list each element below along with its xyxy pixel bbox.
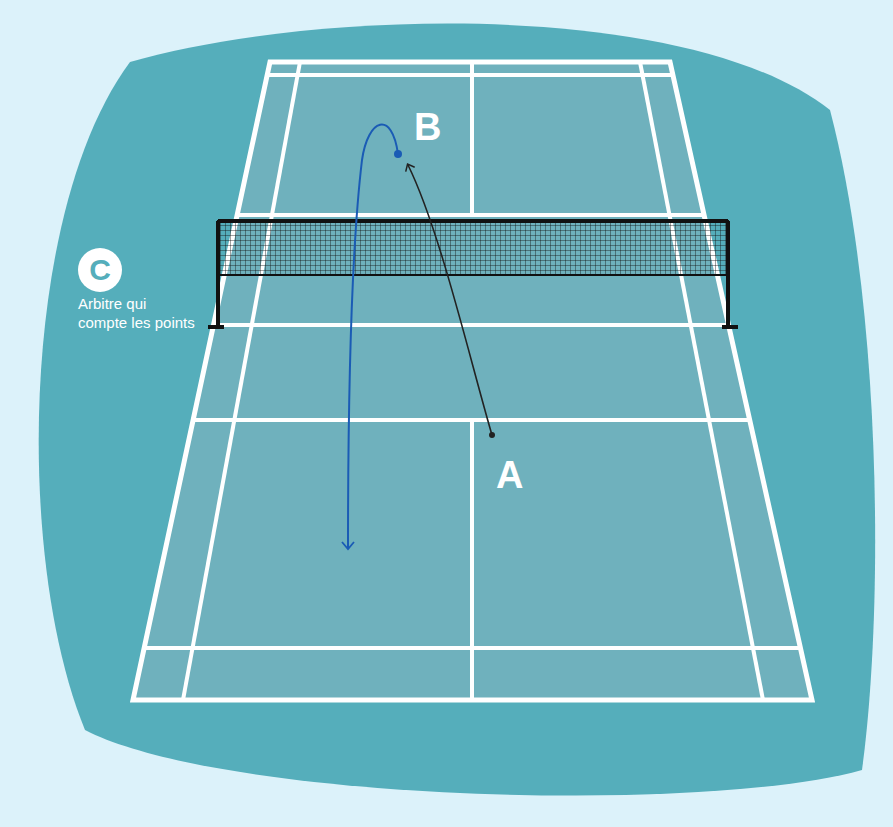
net-post <box>216 221 220 325</box>
net-post <box>726 221 730 325</box>
referee-note: Arbitre qui compte les points <box>78 294 196 332</box>
player-a-dot <box>489 432 495 438</box>
court-line <box>214 323 729 327</box>
point-label: A <box>496 456 523 494</box>
court-line <box>640 62 763 700</box>
court-line <box>470 62 474 215</box>
court-lines <box>144 62 800 700</box>
point-label: B <box>414 108 441 146</box>
callout-circle: C <box>78 248 122 292</box>
net-tape <box>218 219 728 223</box>
court-line <box>470 420 474 700</box>
court-line <box>183 62 300 700</box>
post-foot <box>208 325 738 329</box>
shot-trajectory <box>408 165 492 435</box>
background-blob <box>39 24 875 796</box>
net <box>218 221 728 275</box>
callout-letter: C <box>89 255 111 285</box>
return-trajectory <box>348 125 398 548</box>
player-b-dot <box>394 150 402 158</box>
court-surface <box>133 62 812 700</box>
